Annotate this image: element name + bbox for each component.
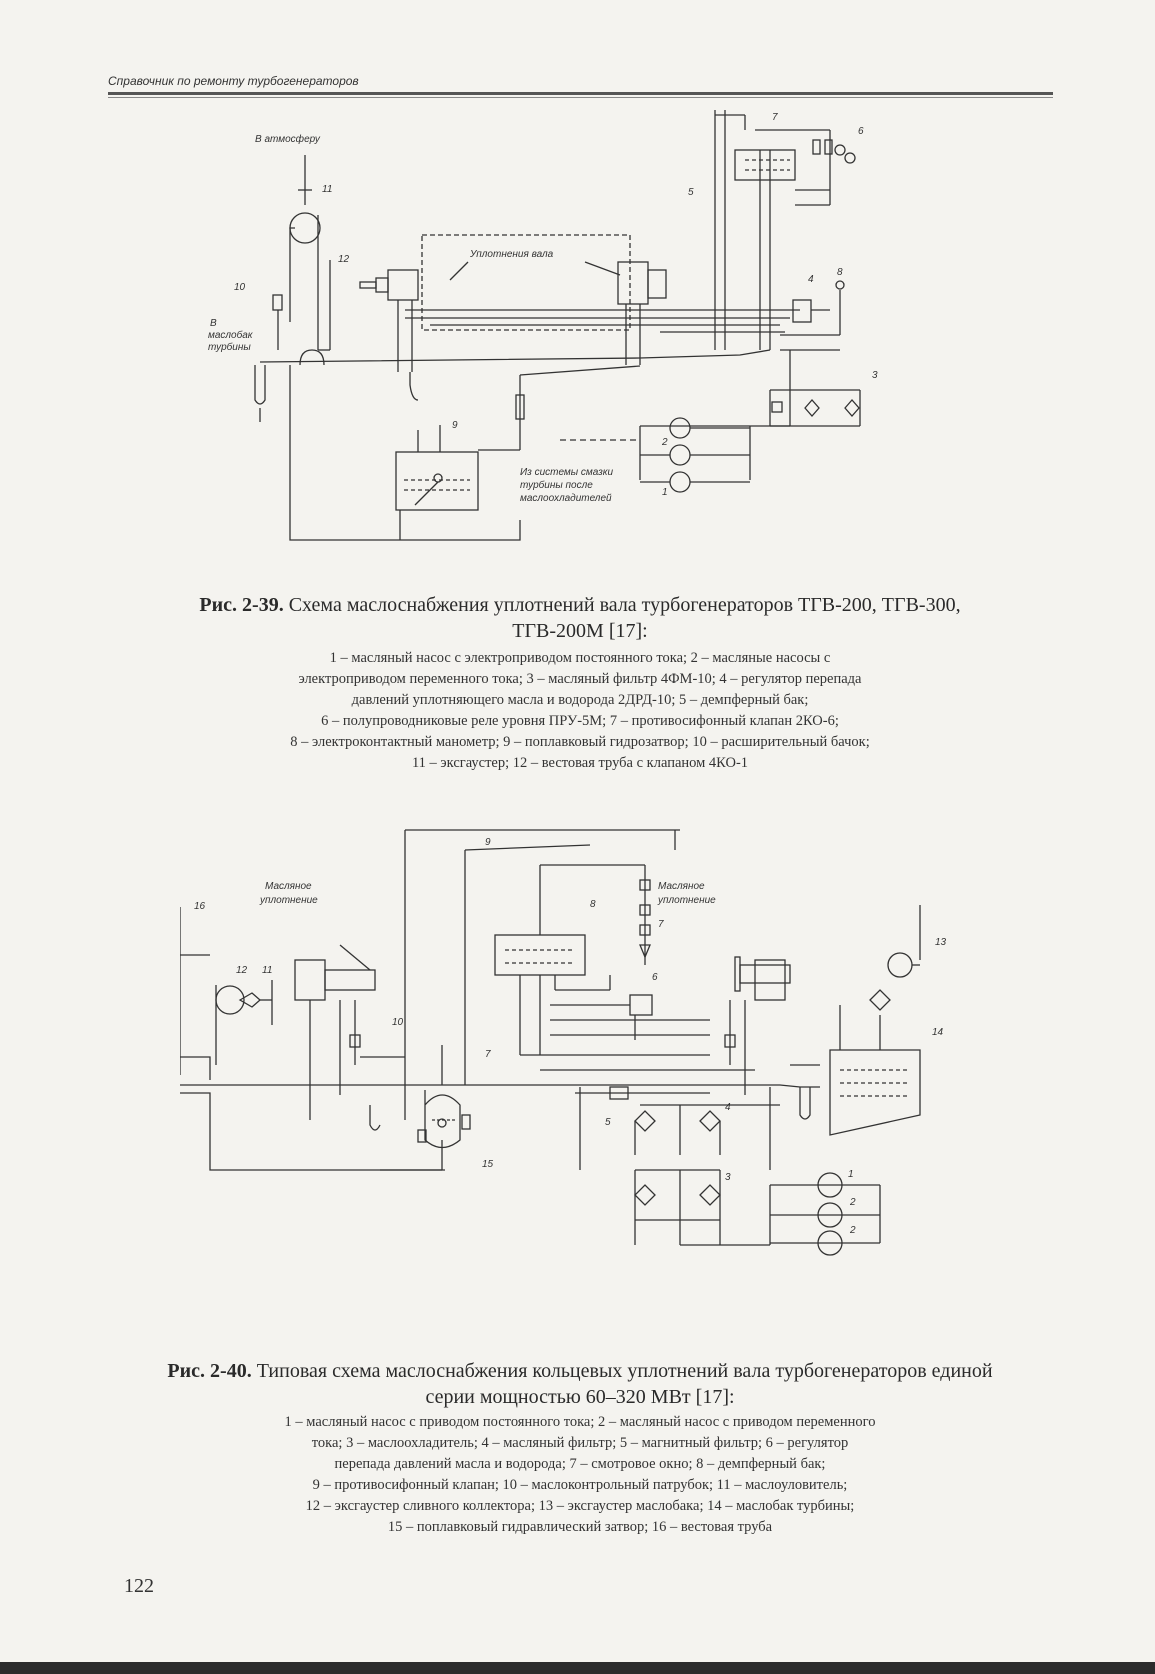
page-number: 122: [124, 1575, 154, 1597]
figure-2-40-caption-label: Рис. 2-40.: [167, 1360, 252, 1382]
fig1-legend-line: 1 – масляный насос с электроприводом пос…: [329, 650, 831, 666]
fig2-callout-4: 4: [725, 1102, 731, 1113]
fig2-legend-line: 12 – эксгаустер сливного коллектора; 13 …: [305, 1498, 855, 1514]
fig1-callout-1: 1: [662, 487, 668, 498]
figure-2-40-diagram: Масляное уплотнение Масляное уплотнение …: [180, 825, 1000, 1345]
fig1-lube-label-1: Из системы смазки: [520, 467, 613, 478]
fig2-seal-left-label-2: уплотнение: [259, 895, 318, 906]
fig2-callout-2a: 2: [849, 1197, 856, 1208]
figure-2-39-legend: 1 – масляный насос с электроприводом пос…: [170, 648, 990, 774]
header-rule-thin: [108, 97, 1053, 98]
fig1-legend-line: 8 – электроконтактный манометр; 9 – попл…: [290, 734, 870, 750]
figure-2-40-caption-text: Типовая схема маслоснабжения кольцевых у…: [256, 1360, 993, 1408]
figure-2-39-diagram: В атмосферу Уплотнения вала В маслобак т…: [200, 110, 960, 580]
fig2-seal-right-label-2: уплотнение: [657, 895, 716, 906]
fig2-legend-line: тока; 3 – маслоохладитель; 4 – масляный …: [311, 1435, 849, 1451]
fig1-callout-8: 8: [837, 267, 843, 278]
fig2-callout-7b: 7: [485, 1049, 491, 1060]
fig2-callout-5: 5: [605, 1117, 611, 1128]
scan-bottom-edge: [0, 1662, 1155, 1674]
fig1-callout-11: 11: [322, 184, 332, 195]
fig2-callout-11: 11: [262, 965, 272, 976]
fig2-callout-3: 3: [725, 1172, 731, 1183]
figure-2-40-legend: 1 – масляный насос с приводом постоянног…: [170, 1412, 990, 1538]
fig2-seal-left-label-1: Масляное: [265, 881, 312, 892]
figure-2-39-caption: Рис. 2-39. Схема маслоснабжения уплотнен…: [160, 592, 1000, 644]
fig1-shaft-seals-label: Уплотнения вала: [469, 249, 554, 260]
fig1-legend-line: давлений уплотняющего масла и водорода 2…: [351, 692, 809, 708]
fig2-callout-10: 10: [392, 1017, 404, 1028]
fig1-callout-5: 5: [688, 187, 694, 198]
fig2-callout-6: 6: [652, 972, 658, 983]
fig2-legend-line: 1 – масляный насос с приводом постоянног…: [284, 1414, 876, 1430]
figure-2-39-svg: В атмосферу Уплотнения вала В маслобак т…: [208, 110, 878, 541]
fig2-legend-line: перепада давлений масла и водорода; 7 – …: [334, 1456, 826, 1472]
fig2-callout-16: 16: [194, 901, 206, 912]
fig1-callout-7: 7: [772, 112, 778, 123]
fig1-oil-tank-label-2: маслобак: [208, 329, 254, 341]
fig1-callout-9: 9: [452, 420, 458, 431]
fig2-legend-line: 9 – противосифонный клапан; 10 – маслоко…: [312, 1477, 848, 1493]
fig2-callout-15: 15: [482, 1159, 494, 1170]
fig2-callout-9: 9: [485, 837, 491, 848]
fig1-atmosphere-label: В атмосферу: [255, 133, 321, 145]
fig2-callout-12: 12: [236, 965, 248, 976]
fig1-oil-tank-label-1: В: [210, 318, 217, 329]
fig1-lube-label-2: турбины после: [520, 479, 593, 491]
fig2-callout-1: 1: [848, 1169, 854, 1180]
fig1-legend-line: электроприводом переменного тока; 3 – ма…: [298, 671, 862, 687]
figure-2-39-caption-text: Схема маслоснабжения уплотнений вала тур…: [288, 594, 961, 642]
fig1-legend-line: 6 – полупроводниковые реле уровня ПРУ-5М…: [321, 713, 839, 729]
fig1-callout-6: 6: [858, 126, 864, 137]
figure-2-39-caption-label: Рис. 2-39.: [199, 594, 284, 616]
fig1-callout-12: 12: [338, 254, 350, 265]
figure-2-40-caption: Рис. 2-40. Типовая схема маслоснабжения …: [160, 1358, 1000, 1410]
fig2-seal-right-label-1: Масляное: [658, 881, 705, 892]
fig2-callout-13: 13: [935, 937, 947, 948]
fig2-callout-8: 8: [590, 899, 596, 910]
fig1-callout-4: 4: [808, 274, 814, 285]
fig1-callout-10: 10: [234, 282, 246, 293]
figure-2-40-svg: Масляное уплотнение Масляное уплотнение …: [180, 829, 947, 1256]
fig1-callout-3: 3: [872, 370, 878, 381]
fig2-legend-line: 15 – поплавковый гидравлический затвор; …: [387, 1519, 773, 1535]
fig1-legend-line: 11 – эксгаустер; 12 – вестовая труба с к…: [411, 755, 749, 771]
fig2-callout-2b: 2: [849, 1225, 856, 1236]
header-rule: [108, 92, 1053, 95]
fig2-callout-7a: 7: [658, 919, 664, 930]
fig1-callout-2: 2: [661, 437, 668, 448]
fig1-lube-label-3: маслоохладителей: [520, 493, 612, 504]
fig1-oil-tank-label-3: турбины: [208, 341, 251, 353]
fig2-callout-14: 14: [932, 1027, 944, 1038]
running-header: Справочник по ремонту турбогенераторов: [108, 74, 359, 88]
